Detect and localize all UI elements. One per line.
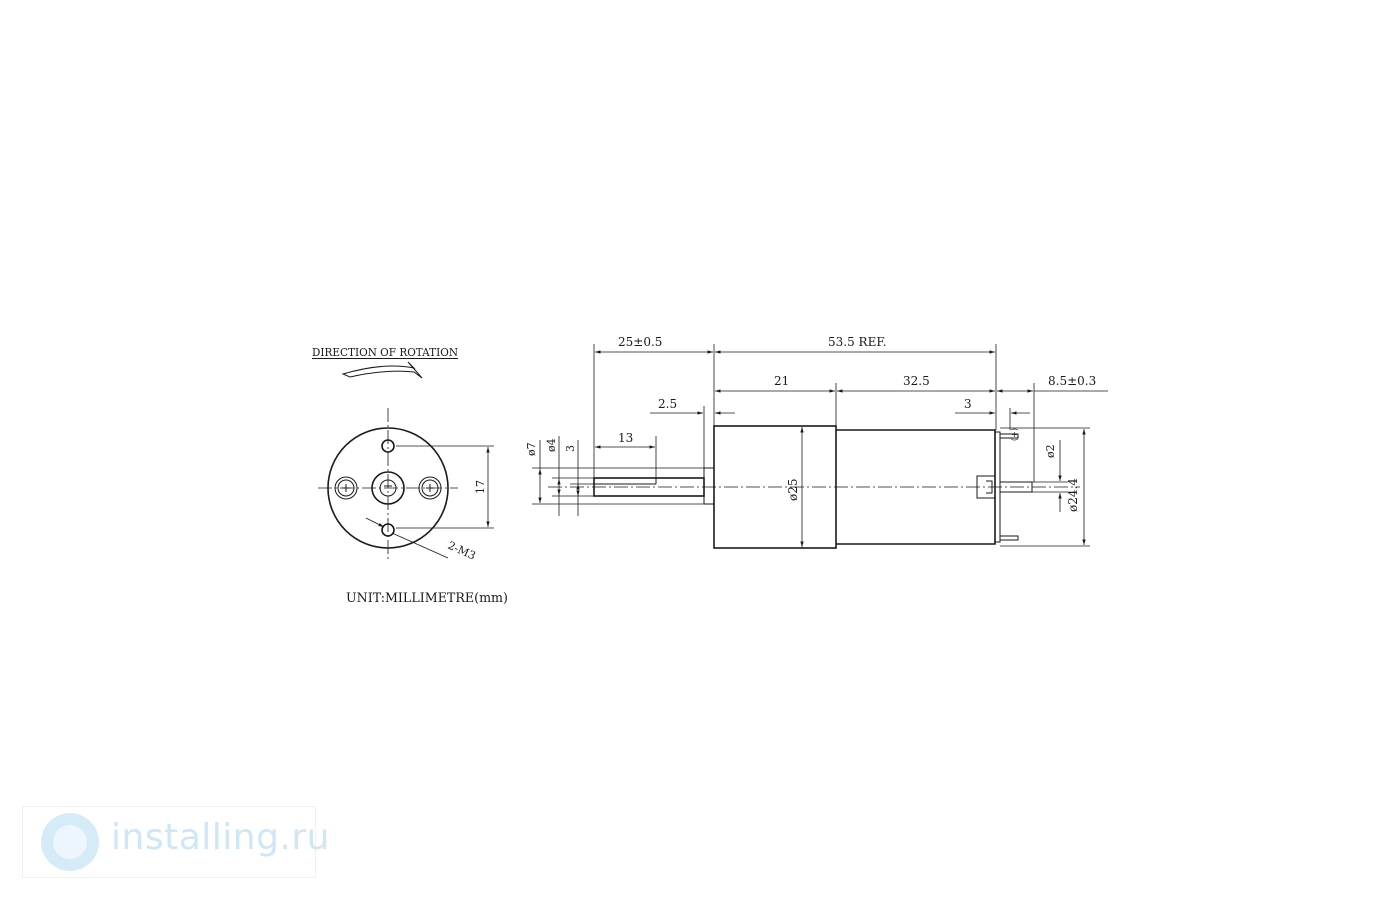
dim-d7-label: ø7 (525, 442, 538, 456)
rotation-arrow-icon (341, 361, 423, 379)
dim-3-left-label: 3 (564, 445, 577, 452)
mounting-hole-bottom (381, 523, 395, 537)
dim-2m3-leader-line (391, 532, 449, 559)
installing-logo-icon (41, 813, 99, 871)
right-screw-icon (418, 476, 442, 500)
watermark: installing.ru (22, 806, 329, 878)
dim-53-5-label: 53.5 REF. (828, 335, 887, 349)
dim-32-5-label: 32.5 (903, 374, 930, 388)
dim-2-5-label: 2.5 (658, 397, 677, 411)
side-view: (+) 25±0.5 53.5 REF. 21 32.5 8.5±0.3 2.5 (525, 335, 1108, 549)
motor-front-circle (327, 427, 449, 549)
dim-2m3-leader-arrow (365, 517, 385, 528)
dim-2m3-label: 2-M3 (446, 539, 478, 563)
dim-d4-label: ø4 (545, 438, 558, 452)
dim-d24-4-label: ø24.4 (1066, 478, 1080, 512)
dim-d2-label: ø2 (1044, 444, 1057, 458)
dim-25-label: 25±0.5 (618, 335, 662, 349)
terminal-polarity-mark: (+) (1010, 428, 1019, 441)
dim-d25-label: ø25 (786, 479, 800, 502)
dim-8-5-label: 8.5±0.3 (1048, 374, 1096, 388)
dim-13-label: 13 (618, 431, 633, 445)
terminal-top (999, 433, 1019, 439)
front-view: DIRECTION OF ROTATION (312, 346, 508, 606)
rear-shaft (999, 481, 1033, 493)
rear-bushing (976, 475, 996, 499)
output-shaft (593, 477, 705, 497)
unit-label: UNIT:MILLIMETRE(mm) (346, 591, 508, 606)
output-boss-circle (371, 471, 405, 505)
dim-21-label: 21 (774, 374, 789, 388)
left-screw-icon (334, 476, 358, 500)
dim-3-right-label: 3 (964, 397, 972, 411)
rear-bushing-slot (986, 480, 993, 494)
output-shaft-circle (379, 479, 397, 497)
mounting-hole-top (381, 439, 395, 453)
gearbox-boss (703, 467, 715, 505)
terminal-bottom (999, 535, 1019, 541)
watermark-text: installing.ru (111, 817, 330, 858)
dim-17-label: 17 (474, 480, 487, 494)
direction-of-rotation-label: DIRECTION OF ROTATION (312, 346, 458, 359)
